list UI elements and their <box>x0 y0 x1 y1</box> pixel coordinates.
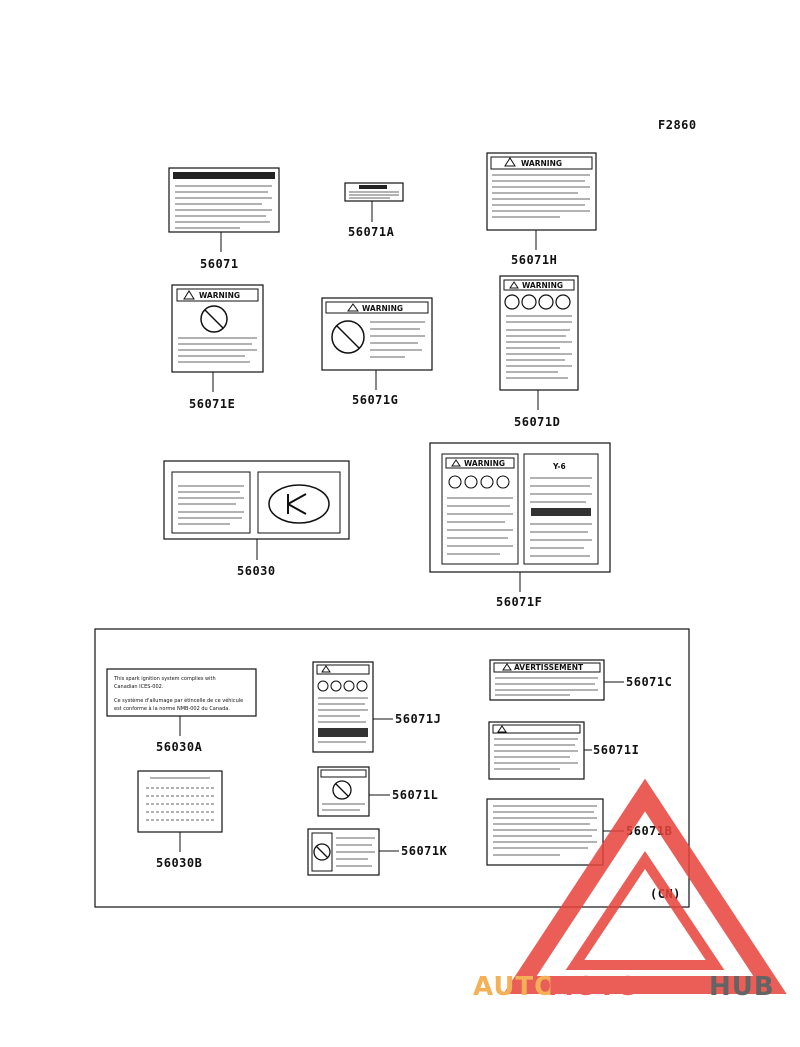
prohibition-icon <box>200 305 228 333</box>
label-56071[interactable]: 56071 <box>168 167 280 271</box>
label-56071F[interactable]: WARNING Y-6 56071F <box>429 442 611 609</box>
label-56071E[interactable]: WARNING 56071E <box>171 284 264 411</box>
label-56071A[interactable]: 56071A <box>344 182 404 239</box>
svg-text:WARNING: WARNING <box>362 304 403 313</box>
part-number-56071: 56071 <box>200 257 239 271</box>
label-56071H[interactable]: WARNING 56071H <box>486 152 597 267</box>
brand-emblem-icon <box>268 484 330 524</box>
part-number-56071D: 56071D <box>514 415 560 429</box>
watermark-logo: AUTO MOTO HUB <box>473 778 787 1002</box>
prohibition-icon <box>313 843 331 861</box>
svg-text:Canadian ICES-002.: Canadian ICES-002. <box>114 684 164 690</box>
label-56071I[interactable]: 56071I <box>488 721 639 780</box>
label-56030A[interactable]: This spark ignition system complies with… <box>106 668 257 754</box>
label-56030B[interactable]: 56030B <box>137 770 223 870</box>
warning-triangle-icon <box>502 663 512 671</box>
warning-triangle-icon <box>509 281 519 289</box>
part-number-56071I: 56071I <box>593 743 639 757</box>
svg-text:WARNING: WARNING <box>522 281 563 290</box>
part-number-56030B: 56030B <box>156 856 202 870</box>
watermark-text-moto: MOTO <box>548 972 640 1002</box>
label-56071L[interactable]: 56071L <box>317 766 438 817</box>
watermark-text-hub: HUB <box>709 972 775 1002</box>
label-56030[interactable]: 56030 <box>163 460 350 578</box>
part-number-56071H: 56071H <box>511 253 557 267</box>
part-number-56071L: 56071L <box>392 788 438 802</box>
no-passenger-icon <box>331 320 365 354</box>
part-number-56071G: 56071G <box>352 393 398 407</box>
label-56071G[interactable]: WARNING 56071G <box>321 297 433 407</box>
part-number-56071A: 56071A <box>348 225 395 239</box>
svg-text:WARNING: WARNING <box>464 459 505 468</box>
svg-text:est conforme à la norme NMB-00: est conforme à la norme NMB-002 du Canad… <box>114 705 230 712</box>
label-header-warning: WARNING <box>521 159 562 168</box>
part-number-56071C: 56071C <box>626 675 672 689</box>
prohibition-icon <box>332 780 352 800</box>
label-header-avertissement: AVERTISSEMENT <box>514 663 584 672</box>
label-56071C[interactable]: AVERTISSEMENT 56071C <box>489 659 672 701</box>
part-number-56030: 56030 <box>237 564 276 578</box>
label-56071D[interactable]: WARNING 56071D <box>499 275 579 429</box>
label-56071K[interactable]: 56071K <box>307 828 448 876</box>
svg-text:This spark ignition system com: This spark ignition system complies with <box>113 676 216 682</box>
cn-region-group-box <box>94 628 690 908</box>
svg-text:Ce système d'allumage par étin: Ce système d'allumage par étincelle de c… <box>114 697 243 704</box>
warning-triangle-icon <box>183 290 195 300</box>
label-header-y6: Y-6 <box>552 462 566 471</box>
watermark-text-auto: AUTO <box>473 972 557 1002</box>
part-number-56071J: 56071J <box>395 712 441 726</box>
label-56071J[interactable]: 56071J <box>312 661 441 753</box>
part-number-56071F: 56071F <box>496 595 542 609</box>
label-56071B[interactable]: 56071B <box>486 798 672 866</box>
part-number-56071K: 56071K <box>401 844 448 858</box>
part-number-56030A: 56030A <box>156 740 203 754</box>
figure-code: F2860 <box>658 118 697 132</box>
warning-triangle-icon <box>504 157 516 167</box>
warning-triangle-icon <box>347 303 359 312</box>
part-number-56071E: 56071E <box>189 397 235 411</box>
warning-triangle-icon <box>451 459 461 467</box>
svg-text:WARNING: WARNING <box>199 291 240 300</box>
